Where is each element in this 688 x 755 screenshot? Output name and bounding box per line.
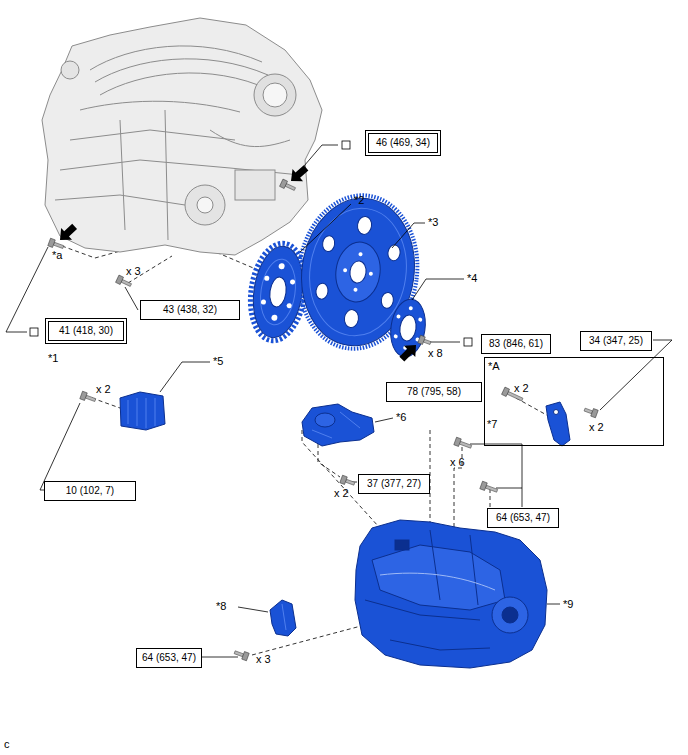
precoat-mark [30,141,472,346]
engine-mount [302,404,374,446]
torque-value: 41 (418, 30) [53,324,119,338]
bolt [80,391,97,404]
pointer-arrow [55,221,81,246]
quantity-label: x 8 [428,347,443,360]
bolt [116,275,133,289]
cover-block [120,392,165,430]
flywheel [289,188,427,357]
callout-number: *a [52,249,62,262]
bolt [418,335,432,347]
quantity-label: x 6 [450,456,465,469]
quantity-label: x 2 [589,421,604,434]
quantity-label: x 2 [334,487,349,500]
bolt [480,481,499,494]
transaxle [355,520,547,668]
callout-number: *8 [216,600,226,613]
bracket [270,600,296,636]
quantity-label: x 2 [514,382,529,395]
assembly-line [62,190,552,655]
torque-value: 83 (846, 61) [486,337,546,351]
callout-number: *2 [354,194,364,207]
callout-number: *1 [48,352,58,365]
callout-number: *3 [428,216,438,229]
torque-spec-box: 43 (438, 32) [140,300,240,320]
callout-number: *6 [396,411,406,424]
torque-value: 34 (347, 25) [585,334,647,348]
bolt [280,179,297,193]
torque-spec-box: 83 (846, 61) [481,334,551,354]
bolt [583,406,598,418]
quantity-label: x 2 [96,383,111,396]
callout-number: *7 [487,418,497,431]
torque-spec-box: 64 (653, 47) [487,508,559,528]
bolt [233,648,249,660]
callout-number: *5 [213,355,223,368]
engine-assembly [42,18,322,255]
torque-spec-box: 41 (418, 30) [48,321,124,341]
pointer-arrow [396,339,421,364]
bolt [48,238,65,251]
torque-value: 46 (469, 34) [373,136,433,150]
callout-number: *9 [563,598,573,611]
leader-line [6,145,672,657]
pointer-arrow [286,162,312,187]
torque-value: 64 (653, 47) [141,651,197,665]
torque-value: 64 (653, 47) [492,511,554,525]
torque-value: 78 (795, 58) [391,385,477,399]
torque-spec-box: 34 (347, 25) [580,331,652,351]
torque-spec-box: 78 (795, 58) [386,382,482,402]
quantity-label: x 3 [126,265,141,278]
torque-value: 10 (102, 7) [49,484,131,498]
torque-spec-box: 46 (469, 34) [368,133,438,153]
view-letter: *A [488,360,500,373]
callout-number: *4 [467,272,477,285]
torque-spec-box: 37 (377, 27) [358,474,430,494]
quantity-label: x 3 [256,653,271,666]
bolt [340,475,356,487]
torque-spec-box: 10 (102, 7) [44,481,136,501]
bolt [454,437,473,450]
torque-value: 43 (438, 32) [145,303,235,317]
detail-view-frame: *A x 2 *7 x 2 [484,357,664,446]
torque-spec-box: 64 (653, 47) [136,648,202,668]
torque-value: 37 (377, 27) [363,477,425,491]
bracket [546,402,570,446]
figure-code: c [4,738,10,751]
